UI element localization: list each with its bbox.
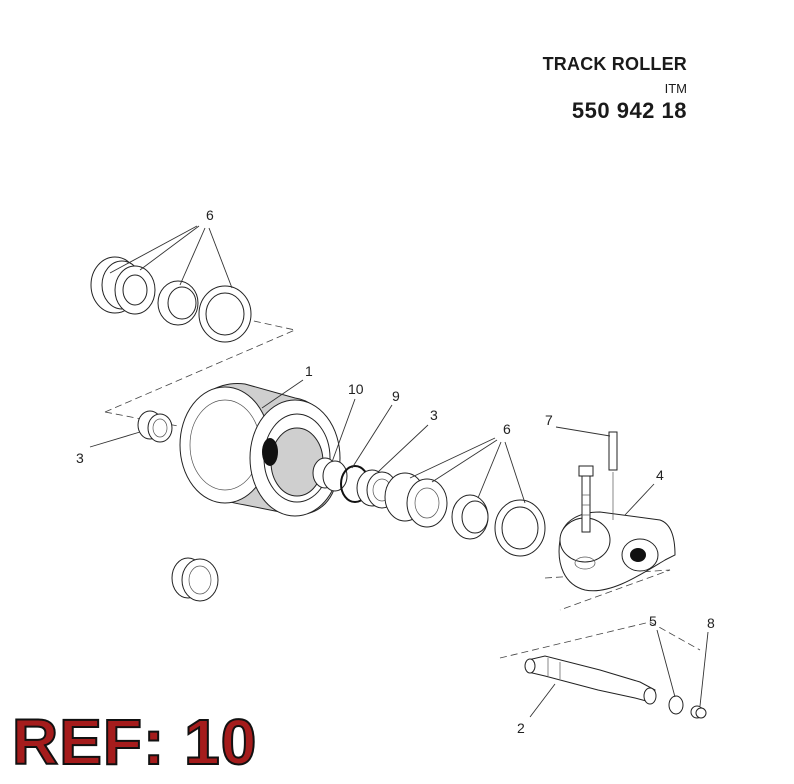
seal-group-lower: [384, 472, 546, 557]
callout-10: 10: [348, 381, 364, 397]
bushing-loose: [171, 557, 219, 602]
callout-6-lower: 6: [503, 421, 511, 437]
callout-6-upper: 6: [206, 207, 214, 223]
callout-2: 2: [517, 720, 525, 736]
callout-3-left: 3: [76, 450, 84, 466]
inner-parts-row: [312, 457, 398, 509]
callout-1: 1: [305, 363, 313, 379]
callout-4: 4: [656, 467, 664, 483]
callout-3-right: 3: [430, 407, 438, 423]
callout-8: 8: [707, 615, 715, 631]
roller-body: [179, 383, 341, 517]
end-bracket: [558, 511, 676, 592]
part-number: 550 942 18: [571, 98, 687, 123]
washer: [668, 695, 684, 715]
callout-5: 5: [649, 613, 657, 629]
drawing-title: TRACK ROLLER: [542, 54, 687, 74]
callout-7: 7: [545, 412, 553, 428]
reference-label: REF: 10: [11, 706, 258, 778]
axle-shaft: [524, 655, 657, 705]
leader-lines: [89, 225, 709, 718]
title-block: TRACK ROLLER ITM 550 942 18: [543, 54, 687, 124]
pin: [608, 431, 618, 520]
plug: [690, 705, 707, 719]
callout-9: 9: [392, 388, 400, 404]
bushing-left: [137, 410, 173, 443]
brand-label: ITM: [664, 81, 687, 96]
seal-group-upper: [90, 256, 252, 343]
bolt: [578, 465, 594, 533]
